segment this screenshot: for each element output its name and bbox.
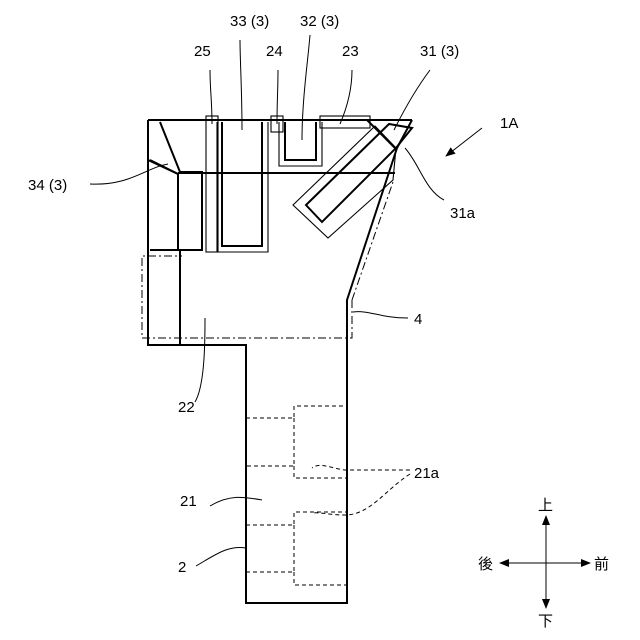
label-4: 4 xyxy=(414,311,422,328)
label-34: 34 (3) xyxy=(28,177,67,194)
component-25 xyxy=(206,116,218,252)
direction-up-label: 上 xyxy=(538,497,553,514)
component-31 xyxy=(293,124,412,238)
label-31: 31 (3) xyxy=(420,43,459,60)
label-21: 21 xyxy=(180,493,197,510)
label-2: 2 xyxy=(178,559,186,576)
component-23 xyxy=(320,116,370,128)
label-22: 22 xyxy=(178,399,195,416)
direction-front-label: 前 xyxy=(594,556,609,573)
label-31a: 31a xyxy=(450,205,476,222)
label-33: 33 (3) xyxy=(230,13,269,30)
label-21a: 21a xyxy=(414,465,440,482)
component-21a xyxy=(246,406,347,585)
component-34 xyxy=(148,122,202,250)
label-1A: 1A xyxy=(500,115,518,132)
component-33 xyxy=(217,122,268,252)
label-25: 25 xyxy=(194,43,211,60)
label-32: 32 (3) xyxy=(300,13,339,30)
direction-down-label: 下 xyxy=(538,613,553,630)
direction-indicator: 上 下 後 前 xyxy=(478,497,609,630)
main-body-outline xyxy=(148,120,412,603)
component-32 xyxy=(279,122,322,166)
label-24: 24 xyxy=(266,43,283,60)
direction-back-label: 後 xyxy=(478,556,493,573)
label-23: 23 xyxy=(342,43,359,60)
